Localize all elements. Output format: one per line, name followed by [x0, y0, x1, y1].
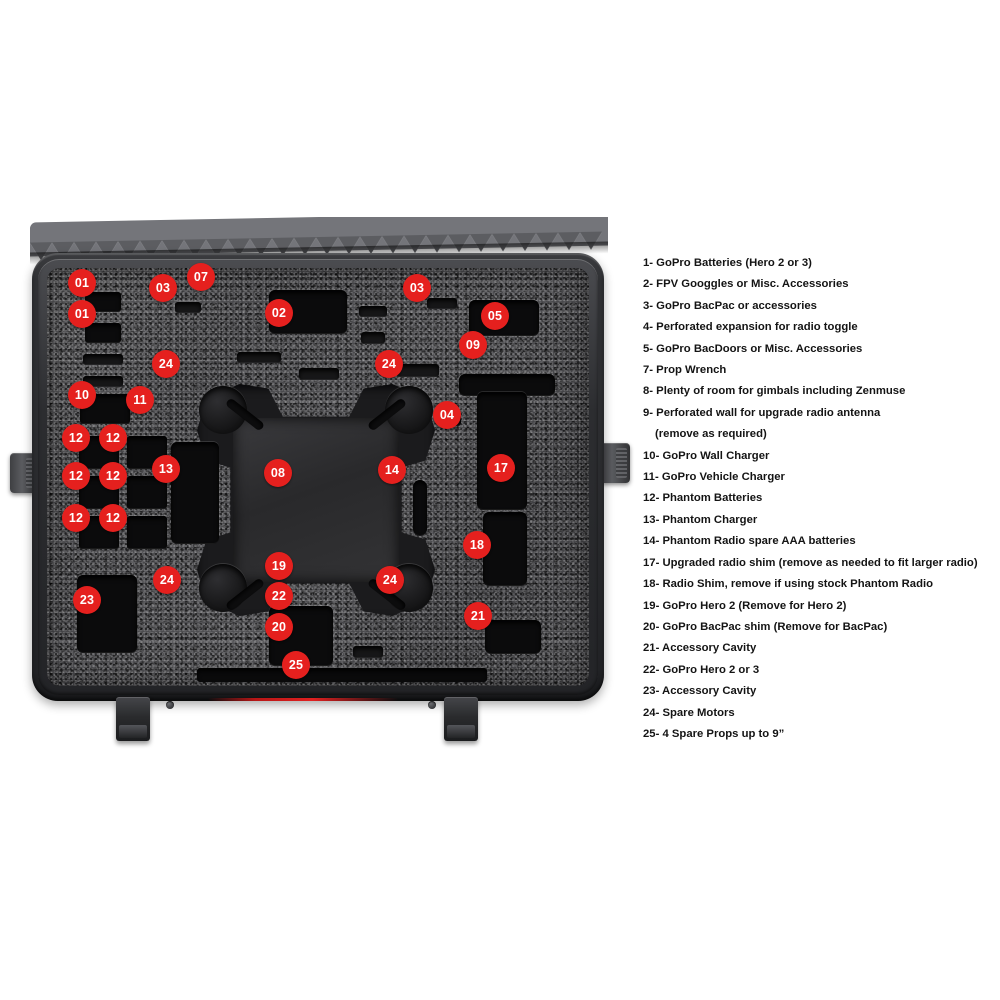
callout-24-motor-bottom-right[interactable]: 24 — [376, 566, 404, 594]
callout-17-upgraded-radio-shim[interactable]: 17 — [487, 454, 515, 482]
callout-19-gopro-hero-2[interactable]: 19 — [265, 552, 293, 580]
legend-item: 3- GoPro BacPac or accessories — [643, 299, 817, 312]
callout-04-perforated-expansion[interactable]: 04 — [433, 401, 461, 429]
callout-13-phantom-charger[interactable]: 13 — [152, 455, 180, 483]
legend-item: (remove as required) — [655, 428, 767, 441]
callout-24-motor-top-right[interactable]: 24 — [375, 350, 403, 378]
callout-12-battery-2[interactable]: 12 — [99, 424, 127, 452]
callout-18-radio-shim[interactable]: 18 — [463, 531, 491, 559]
legend-item: 13- Phantom Charger — [643, 513, 758, 526]
screw-right — [428, 701, 436, 709]
slot-spare-props — [197, 668, 487, 682]
callout-12-battery-1[interactable]: 12 — [62, 424, 90, 452]
legend-item: 22- GoPro Hero 2 or 3 — [643, 663, 760, 676]
slot-gopro-battery-b — [85, 323, 121, 343]
callout-03-bacpac-left[interactable]: 03 — [149, 274, 177, 302]
slot-bacpac-right — [427, 298, 457, 309]
legend-item: 18- Radio Shim, remove if using stock Ph… — [643, 578, 934, 591]
callout-24-motor-bottom-left[interactable]: 24 — [153, 566, 181, 594]
cavity-phantom-charger — [171, 442, 219, 544]
callout-14-aaa-batteries[interactable]: 14 — [378, 456, 406, 484]
callout-12-battery-6[interactable]: 12 — [99, 504, 127, 532]
callout-21-accessory-cavity-right[interactable]: 21 — [464, 602, 492, 630]
legend-item: 19- GoPro Hero 2 (Remove for Hero 2) — [643, 599, 847, 612]
callout-23-accessory-cavity-left[interactable]: 23 — [73, 586, 101, 614]
side-latch-right[interactable] — [600, 443, 630, 483]
bottom-latch-left[interactable] — [116, 697, 150, 741]
callout-12-battery-3[interactable]: 12 — [62, 462, 90, 490]
callout-05-bacdoors[interactable]: 05 — [481, 302, 509, 330]
callout-01-gopro-batteries-b[interactable]: 01 — [68, 300, 96, 328]
callout-01-gopro-batteries-a[interactable]: 01 — [68, 269, 96, 297]
callout-02-fpv-goggles[interactable]: 02 — [265, 299, 293, 327]
callout-22-gopro-hero-2-or-3[interactable]: 22 — [265, 582, 293, 610]
legend-item: 17- Upgraded radio shim (remove as neede… — [643, 556, 978, 569]
legend-item: 21- Accessory Cavity — [643, 642, 757, 655]
slot-phantom-battery-6 — [127, 516, 167, 549]
legend-item: 4- Perforated expansion for radio toggle — [643, 321, 858, 334]
cavity-accessory-right — [485, 620, 541, 654]
callout-09-perforated-wall[interactable]: 09 — [459, 331, 487, 359]
callout-11-vehicle-charger[interactable]: 11 — [126, 386, 154, 414]
callout-03-bacpac-right[interactable]: 03 — [403, 274, 431, 302]
legend-list: 1- GoPro Batteries (Hero 2 or 3) 2- FPV G… — [643, 253, 993, 745]
legend-item: 14- Phantom Radio spare AAA batteries — [643, 535, 856, 548]
legend-item: 7- Prop Wrench — [643, 364, 727, 377]
screw-left — [166, 701, 174, 709]
slot-aaa-batteries — [413, 480, 427, 536]
legend-item: 5- GoPro BacDoors or Misc. Accessories — [643, 342, 863, 355]
legend-item: 25- 4 Spare Props up to 9” — [643, 727, 785, 740]
legend-item: 12- Phantom Batteries — [643, 492, 763, 505]
slot-thin-a — [83, 354, 123, 365]
slot-small-top-c — [237, 352, 281, 363]
bottom-latch-right[interactable] — [444, 697, 478, 741]
slot-drone-top-notch — [299, 368, 339, 380]
legend-item: 8- Plenty of room for gimbals including … — [643, 385, 906, 398]
accent-stripe — [208, 698, 398, 701]
legend-item: 2- FPV Googgles or Misc. Accessories — [643, 278, 849, 291]
slot-thin-b — [83, 376, 123, 387]
callout-20-bacpac-shim[interactable]: 20 — [265, 613, 293, 641]
slot-bacpac-left — [175, 302, 201, 313]
callout-25-spare-props[interactable]: 25 — [282, 651, 310, 679]
shim-radio-body — [477, 392, 527, 510]
callout-12-battery-4[interactable]: 12 — [99, 462, 127, 490]
callout-10-wall-charger[interactable]: 10 — [68, 381, 96, 409]
cavity-gimbal-floor — [233, 418, 399, 582]
legend-item: 9- Perforated wall for upgrade radio ant… — [643, 406, 881, 419]
callout-07-prop-wrench[interactable]: 07 — [187, 263, 215, 291]
motor-slot-bottom-left — [199, 564, 247, 612]
slot-small-top-a — [359, 306, 387, 317]
legend-item: 23- Accessory Cavity — [643, 685, 757, 698]
callout-12-battery-5[interactable]: 12 — [62, 504, 90, 532]
legend-item: 10- GoPro Wall Charger — [643, 449, 770, 462]
callout-24-motor-top-left[interactable]: 24 — [152, 350, 180, 378]
callout-08-gimbal-room[interactable]: 08 — [264, 459, 292, 487]
shim-radio-top — [459, 374, 555, 396]
legend-item: 24- Spare Motors — [643, 706, 735, 719]
legend-item: 1- GoPro Batteries (Hero 2 or 3) — [643, 257, 812, 269]
slot-small-top-d — [397, 364, 439, 377]
slot-small-bottom — [353, 646, 383, 658]
slot-small-top-b — [361, 332, 385, 344]
legend-item: 20- GoPro BacPac shim (Remove for BacPac… — [643, 620, 888, 633]
legend-item: 11- GoPro Vehicle Charger — [643, 471, 785, 484]
